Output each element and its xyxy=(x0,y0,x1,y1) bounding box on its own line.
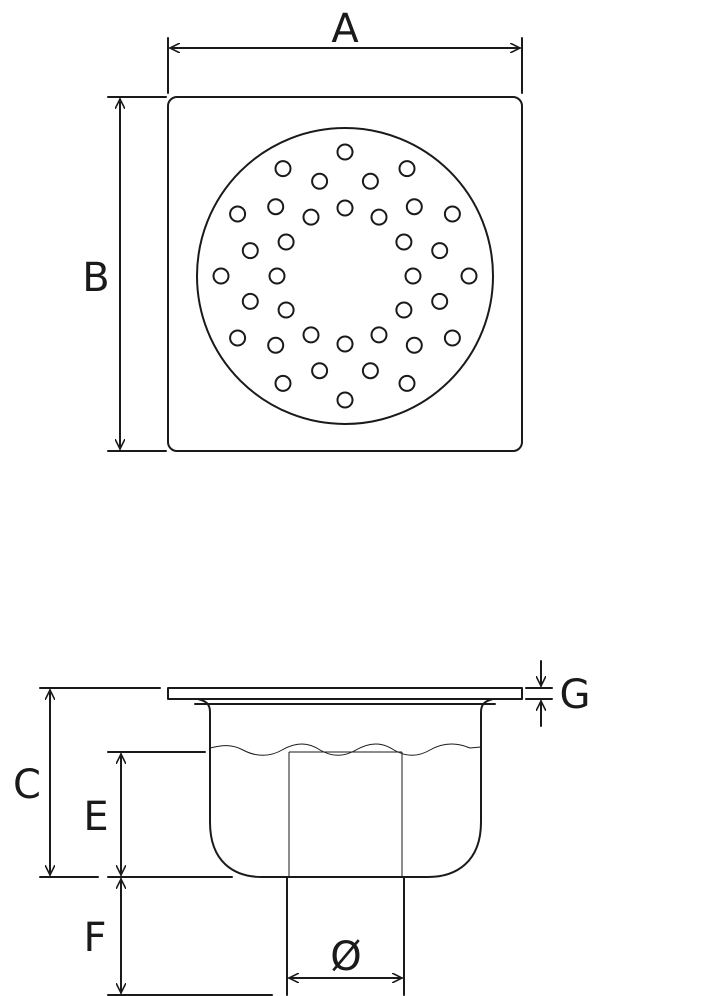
grate-hole xyxy=(212,267,230,285)
side-view xyxy=(167,687,523,996)
grate-hole xyxy=(405,198,423,216)
water-line xyxy=(209,743,482,756)
grate-hole xyxy=(395,233,413,251)
grate-hole xyxy=(361,172,379,190)
grate-hole xyxy=(398,160,416,178)
grate-hole xyxy=(311,172,329,190)
grate-hole xyxy=(336,391,354,409)
label-g: G xyxy=(560,672,591,718)
label-c: C xyxy=(13,762,41,808)
grate-hole xyxy=(361,362,379,380)
dimension-c: C xyxy=(13,687,161,878)
grate-hole xyxy=(302,326,320,344)
grate-hole xyxy=(274,160,292,178)
grate-holes xyxy=(212,143,478,409)
dimension-f: F xyxy=(83,878,273,996)
grate-hole xyxy=(443,205,461,223)
dimension-e: E xyxy=(83,751,233,878)
grate-hole xyxy=(277,301,295,319)
grate-hole xyxy=(268,267,286,285)
grate-hole xyxy=(460,267,478,285)
grate-hole xyxy=(267,336,285,354)
grate-hole xyxy=(277,233,295,251)
grate-hole xyxy=(398,374,416,392)
grate-hole xyxy=(405,336,423,354)
grate-hole xyxy=(302,208,320,226)
dimension-b: B xyxy=(82,96,167,452)
dimension-diameter: Ø xyxy=(288,934,403,980)
label-a: A xyxy=(331,6,359,52)
grate-hole xyxy=(274,374,292,392)
flange xyxy=(167,687,523,700)
label-f: F xyxy=(83,915,106,961)
label-b: B xyxy=(82,255,109,301)
grate-hole xyxy=(395,301,413,319)
dimension-g: G xyxy=(525,660,591,727)
grate-hole xyxy=(229,329,247,347)
grate-hole xyxy=(370,208,388,226)
grate-hole xyxy=(229,205,247,223)
grate-hole xyxy=(311,362,329,380)
trap-sleeve xyxy=(288,751,403,877)
label-diameter: Ø xyxy=(330,934,361,980)
grate-hole xyxy=(370,326,388,344)
drain-body xyxy=(197,698,494,878)
grate-hole xyxy=(404,267,422,285)
grate-hole xyxy=(443,329,461,347)
top-view xyxy=(167,96,523,452)
grate-disc xyxy=(196,127,494,425)
outlet-pipe xyxy=(286,876,405,996)
grate-hole xyxy=(336,335,354,353)
grate-hole xyxy=(241,242,259,260)
grate-hole xyxy=(431,242,449,260)
label-e: E xyxy=(83,794,108,840)
grate-hole xyxy=(267,198,285,216)
dimension-a: A xyxy=(167,6,523,94)
grate-hole xyxy=(336,199,354,217)
grate-plate xyxy=(167,96,523,452)
grate-hole xyxy=(241,292,259,310)
grate-hole xyxy=(336,143,354,161)
grate-hole xyxy=(431,292,449,310)
